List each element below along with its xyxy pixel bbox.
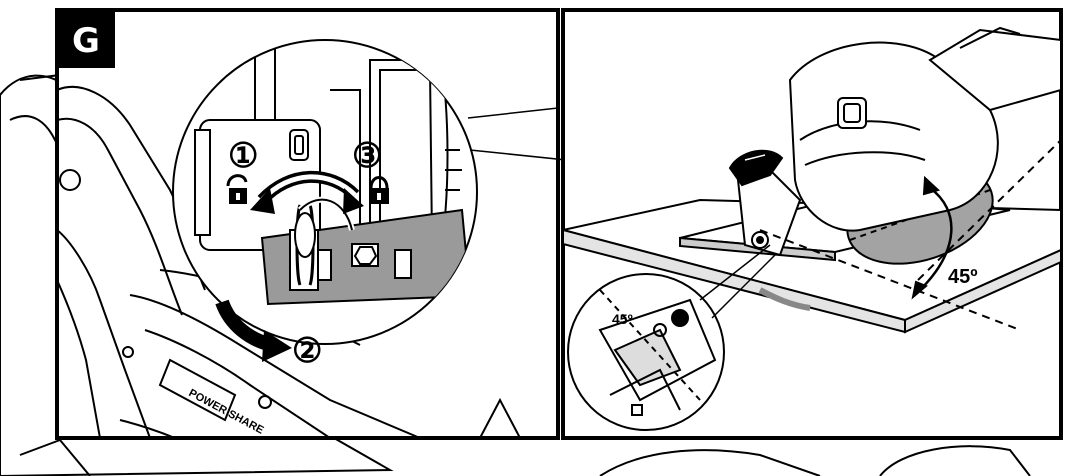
detail-angle-label: 45º [612, 311, 633, 327]
step-two-marker: ② [292, 332, 322, 370]
figure-label: G [72, 21, 100, 61]
bevel-angle-label: 45º [948, 266, 978, 288]
figure-label-badge [57, 10, 115, 68]
curved-double-arrow-icon [250, 170, 364, 214]
detail-magnifier [567, 244, 776, 431]
curved-arrow-icon [215, 299, 292, 362]
step-three-marker: ③ [352, 137, 382, 175]
step-one-marker: ① [228, 137, 258, 175]
lock-icon [369, 176, 389, 204]
unlock-icon [226, 174, 248, 204]
left-panel: POWER SHARE [55, 8, 741, 440]
saw-bevel-sketch [563, 26, 1061, 334]
magnifier-circle [172, 39, 478, 345]
right-panel: 45º 45º [561, 8, 1063, 440]
